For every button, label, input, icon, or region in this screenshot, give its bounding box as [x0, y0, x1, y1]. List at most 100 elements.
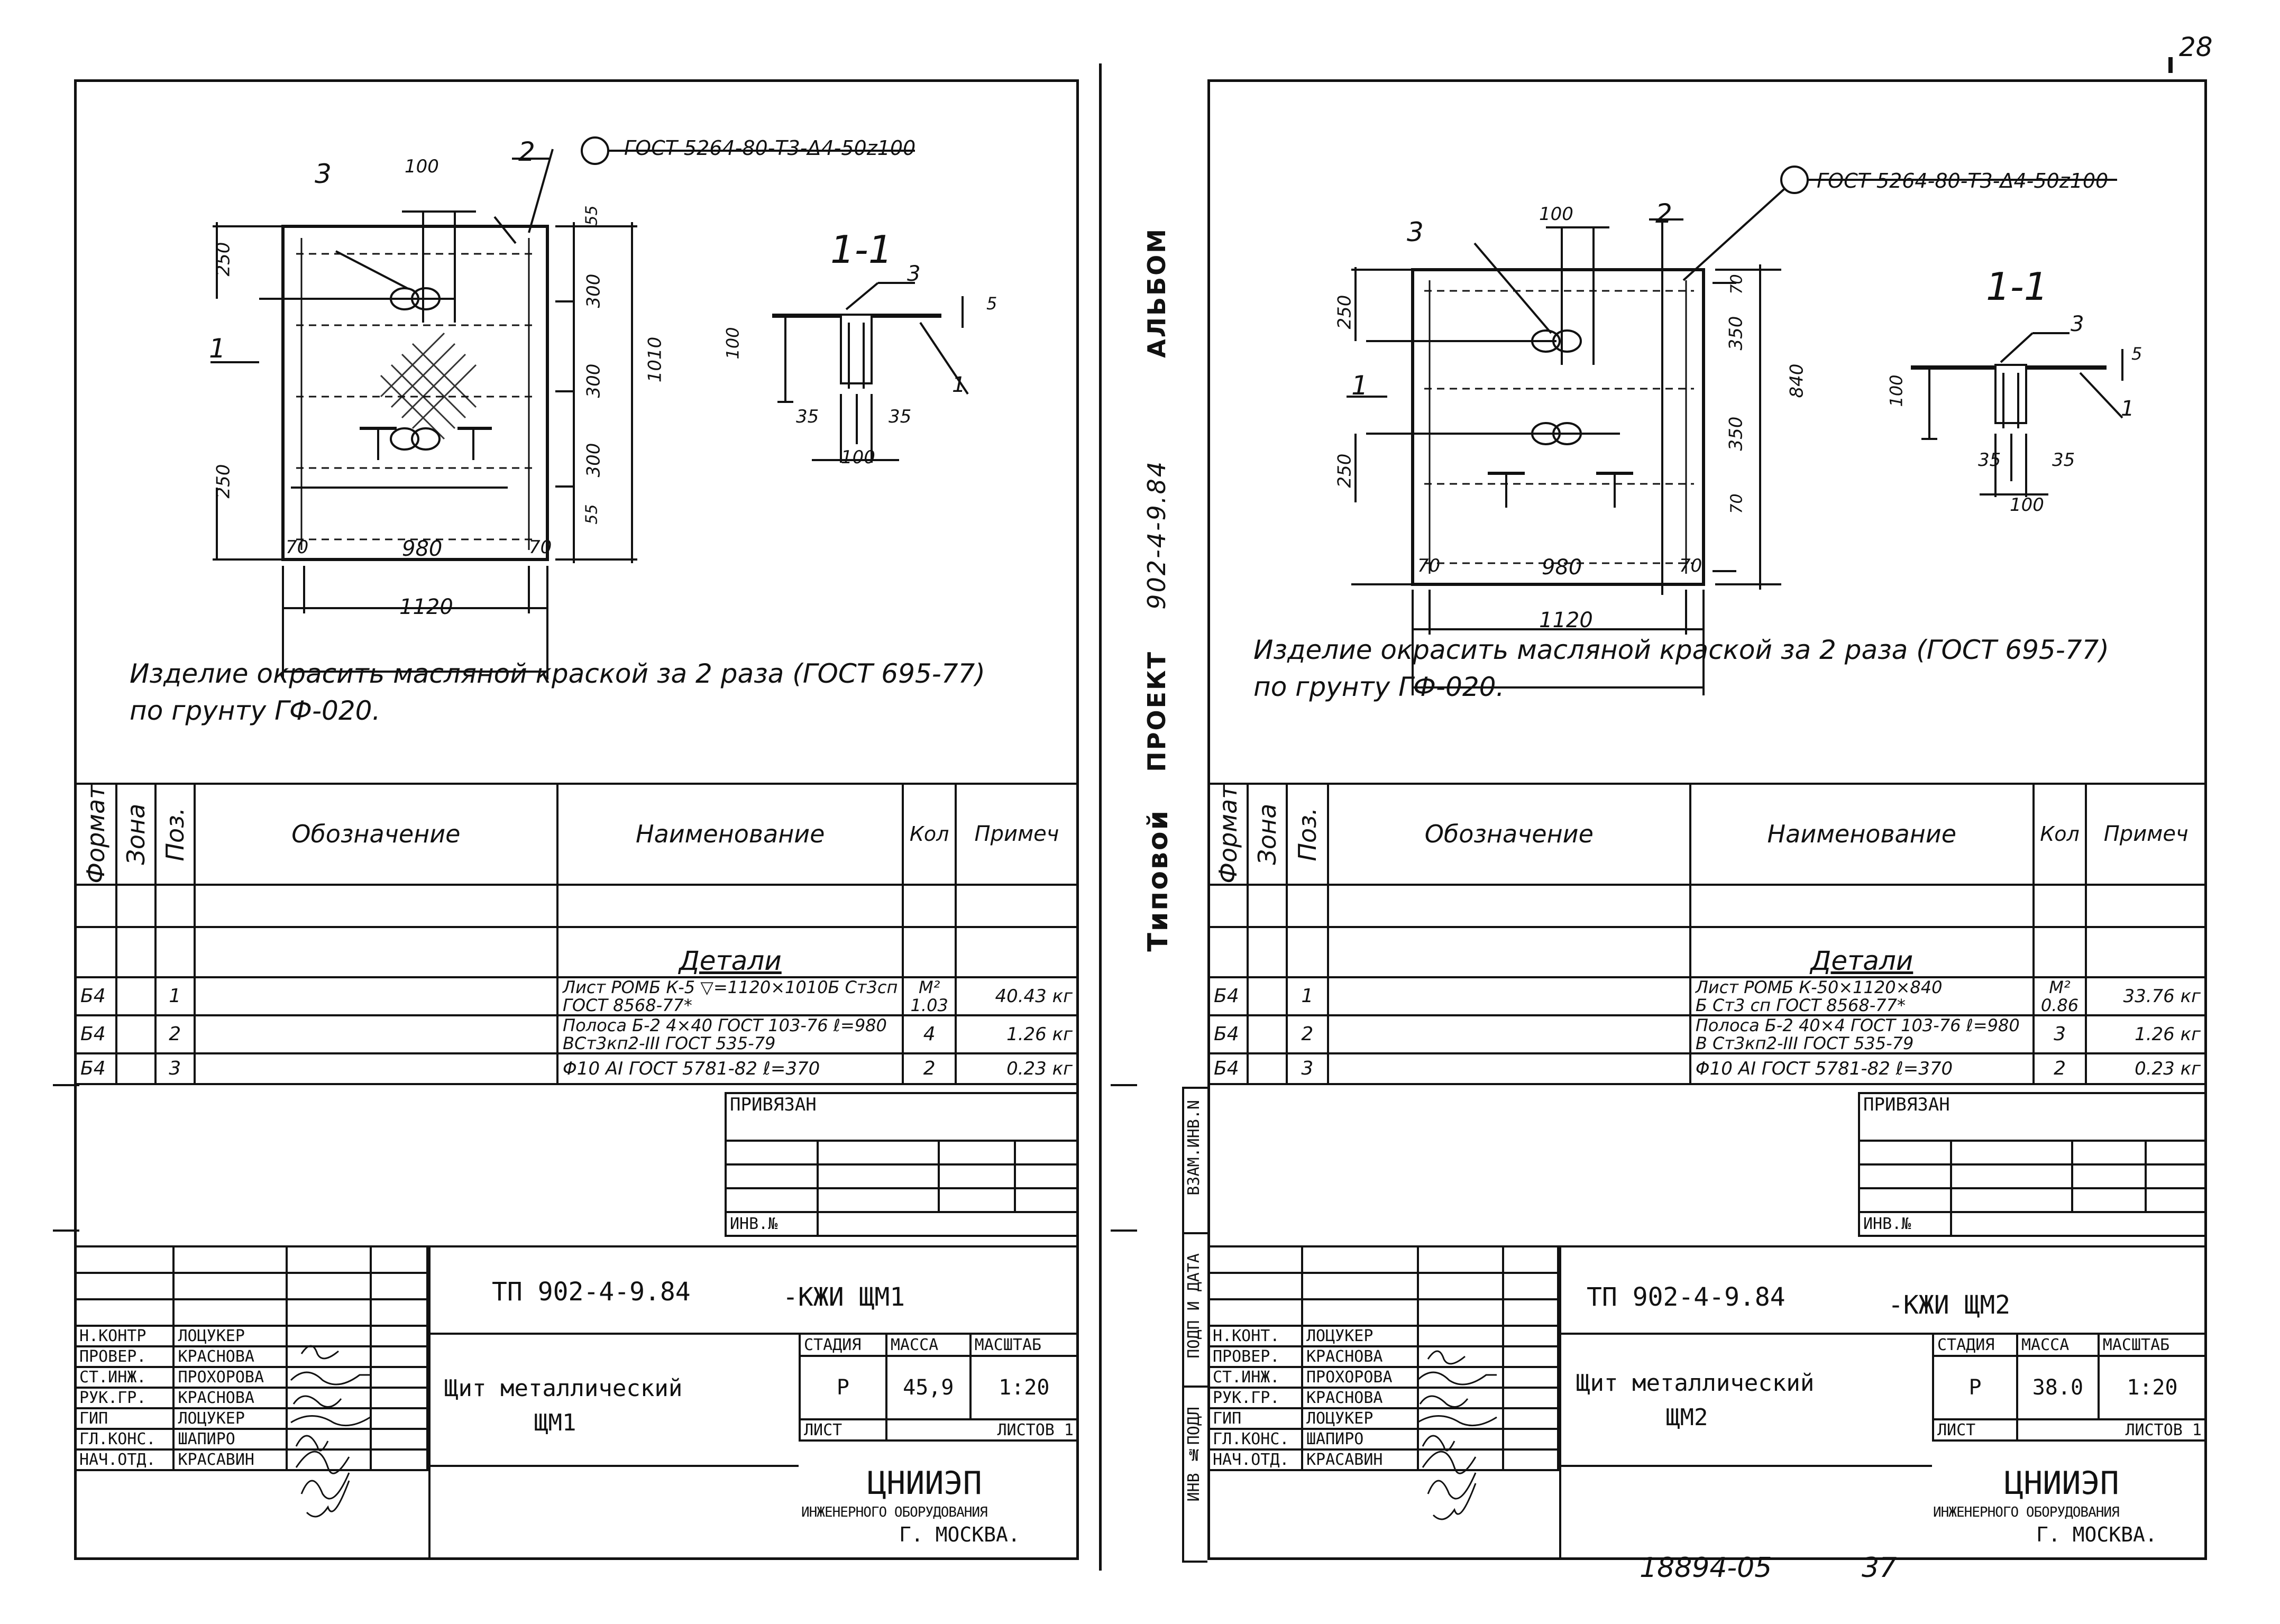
spec1-r3-qty: 2 — [902, 1052, 957, 1085]
sheet1-note-line1: Изделие окрасить масляной краской за 2 р… — [130, 658, 985, 689]
sheet1-h55b: 55 — [582, 504, 601, 525]
sheet1-scale: 1:20 — [969, 1355, 1079, 1420]
sheet2-h1010: 840 — [1786, 363, 1808, 398]
spec2-h-zone: Зона — [1248, 784, 1287, 885]
spec1-r2-qty: 4 — [902, 1014, 957, 1054]
sheet2-sec-pos1: 1 — [2121, 397, 2135, 421]
sheet1-w980: 980 — [402, 537, 443, 561]
spec2-r2-format: Б4 — [1207, 1014, 1249, 1054]
page-number-mark — [2168, 57, 2173, 73]
staff2-role-2: СТ.ИНЖ. — [1207, 1366, 1303, 1389]
sheet2-note-line2: по грунту ГФ-020. — [1253, 672, 1505, 702]
sheet2-m70a: 70 — [1417, 555, 1441, 576]
staff2-name-4: ЛОЦУКЕР — [1301, 1407, 1419, 1430]
sheet2-title-line1: Щит металлический — [1576, 1370, 1815, 1397]
sheet1-scale-h: МАСШТАБ — [969, 1333, 1079, 1357]
sheet2-inv-no: ИНВ.№ — [1857, 1211, 1953, 1237]
staff1-name-6: КРАСАВИН — [172, 1448, 288, 1471]
sheet2-signatures — [1416, 1350, 1497, 1520]
sheet1-privyazan-block: ПРИВЯЗАН ИНВ.№ — [724, 1092, 1079, 1237]
sheet2-scale-h: МАСШТАБ — [2097, 1333, 2208, 1357]
spec1-r3-format: Б4 — [74, 1052, 117, 1085]
sheet1-title-line1: Щит металлический — [444, 1375, 683, 1402]
sheet1-stage-h: СТАДИЯ — [799, 1333, 887, 1357]
table-row: Б4 3 Φ10 АI ГОСТ 5781-82 ℓ=370 2 0.23 кг — [1207, 1052, 2207, 1085]
sheet1-spec-table: Формат Зона Поз. Обозначение Наименовани… — [74, 783, 1079, 1085]
spec1-h-pos: Поз. — [155, 784, 195, 885]
sheet1-gost-mesh: ГОСТ 5264-80-Т3-Δ4-50z100 — [624, 136, 916, 160]
staff1-role-4: ГИП — [74, 1407, 175, 1430]
sheet2-org-sep — [1559, 1465, 1932, 1467]
stamp-inv-vzam: ВЗАМ.ИНВ.N — [1185, 1100, 1203, 1196]
stamp-strip-sep2 — [1182, 1386, 1207, 1388]
sheet1-inv-no: ИНВ.№ — [724, 1211, 819, 1237]
staff2-name-5: ШАПИРО — [1301, 1428, 1419, 1451]
stamp-inv-podl: ИНВ №ПОДЛ — [1185, 1407, 1203, 1502]
sheet1-h250a: 250 — [213, 242, 234, 277]
sheet2-doc-suffix: -КЖИ ЩМ2 — [1888, 1290, 2011, 1320]
sheet2-h55a: 70 — [1727, 274, 1746, 295]
spec1-section-title: Детали — [556, 925, 904, 978]
staff2-role-1: ПРОВЕР. — [1207, 1345, 1303, 1368]
margin-tick-4 — [1111, 1230, 1137, 1232]
sheet2-stage: Р — [1932, 1355, 2018, 1420]
sheet1-h1010: 1010 — [644, 336, 666, 383]
sheet1-doc-suffix: -КЖИ ЩМ1 — [783, 1282, 905, 1312]
staff2-role-3: РУК.ГР. — [1207, 1387, 1303, 1409]
staff2-role-0: Н.КОНТ. — [1207, 1325, 1303, 1347]
spec2-r1-note: 33.76 кг — [2085, 976, 2207, 1016]
sheet1-mass: 45,9 — [885, 1355, 972, 1420]
spec2-r2-pos: 2 — [1286, 1014, 1329, 1054]
sheet2-m70b: 70 — [1679, 555, 1702, 576]
sheet2-stage-h: СТАДИЯ — [1932, 1333, 2018, 1357]
staff2-name-2: ПРОХОРОВА — [1301, 1366, 1419, 1389]
sheet2-staff-table: Н.КОНТ.ЛОЦУКЕР ПРОВЕР.КРАСНОВА СТ.ИНЖ.ПР… — [1207, 1245, 1560, 1471]
staff1-role-0: Н.КОНТР — [74, 1325, 175, 1347]
staff2-name-6: КРАСАВИН — [1301, 1448, 1419, 1471]
sheet1-h250b: 250 — [213, 464, 234, 499]
spec1-r2-format: Б4 — [74, 1014, 117, 1054]
spec2-r3-qty: 2 — [2032, 1052, 2087, 1085]
sheet2-gost-mesh: ГОСТ 5264-80-Т3-Δ4-50z100 — [1817, 169, 2109, 192]
sheet2-w980: 980 — [1542, 555, 1582, 580]
spec2-r1-format: Б4 — [1207, 976, 1249, 1016]
sheet1-pos2: 2 — [518, 136, 535, 167]
sheet2-list: ЛИСТ — [1932, 1418, 2018, 1442]
staff2-name-3: КРАСНОВА — [1301, 1387, 1419, 1409]
table-row: Б4 3 Φ10 АI ГОСТ 5781-82 ℓ=370 2 0.23 кг — [74, 1052, 1079, 1085]
spec1-h-format: Формат — [75, 784, 116, 885]
staff1-name-2: ПРОХОРОВА — [172, 1366, 288, 1389]
spec1-r2-note: 1.26 кг — [954, 1014, 1079, 1054]
binding-line — [1099, 63, 1102, 1571]
sheet2-h55b: 70 — [1727, 493, 1746, 514]
spec2-r3-format: Б4 — [1207, 1052, 1249, 1085]
sheet2-scale: 1:20 — [2097, 1355, 2208, 1420]
sheet2-section: 1-1 — [1986, 264, 2048, 309]
sheet2-org2: ИНЖЕНЕРНОГО ОБОРУДОВАНИЯ — [1933, 1504, 2120, 1520]
sheet1-sec-35b: 35 — [889, 406, 912, 427]
spec1-h-zone: Зона — [116, 784, 155, 885]
sheet2-title-line2: ЩМ2 — [1666, 1404, 1708, 1431]
sheet1-org-sep — [428, 1465, 799, 1467]
spec2-section-title: Детали — [1689, 925, 2035, 978]
staff1-name-1: КРАСНОВА — [172, 1345, 288, 1368]
spec1-r1-pos: 1 — [154, 976, 196, 1016]
sheet2-pos3: 3 — [1407, 217, 1424, 247]
spec1-h-designation: Обозначение — [193, 783, 559, 886]
sheet1-title-sep — [428, 1333, 1079, 1335]
staff2-name-0: ЛОЦУКЕР — [1301, 1325, 1419, 1347]
sheet1-h300b: 300 — [583, 363, 605, 398]
spec1-h-qty: Кол — [902, 783, 957, 886]
sheet1-top100: 100 — [405, 156, 439, 177]
spec2-h-format: Формат — [1208, 784, 1248, 885]
stamp-podp-data: ПОДП И ДАТА — [1185, 1253, 1203, 1359]
sheet1-sec-h100: 100 — [722, 327, 743, 360]
sheet2-h250a: 250 — [1334, 295, 1356, 329]
sheet1-h300c: 300 — [583, 443, 605, 478]
stamp-strip — [1182, 1087, 1207, 1563]
